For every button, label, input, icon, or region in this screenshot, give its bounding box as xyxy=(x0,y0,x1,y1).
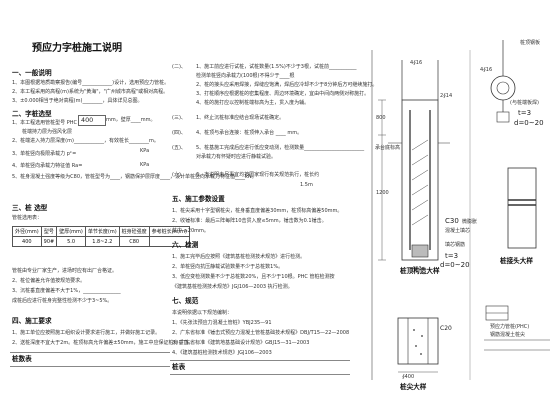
item-label-2: (二)、 xyxy=(172,64,186,70)
section-2-heading: 二、字桩选型 xyxy=(12,110,52,118)
detail-plate-tag: 桩顶钢板 xyxy=(520,40,541,46)
detail-plate-note: (与桩端板焊) xyxy=(510,100,539,106)
middle-6-1: 1、施工完毕后应按照《建筑基桩检测技术规范》进行检测。 xyxy=(172,254,306,260)
text-2-2: 2、桩端进入持力层深度(m)____________，有效桩长________m… xyxy=(12,138,159,144)
dimension-800: 800 xyxy=(376,115,386,121)
section-5-heading: 五、施工参数设置 xyxy=(172,195,225,203)
tip-diameter: ∮400 xyxy=(402,374,415,380)
middle-6-3: 3、低应变检测数量不少于总桩数20%，且不少于10根。PHC 管桩检测按 xyxy=(172,274,335,280)
cap-elevation-tag: 承台底标高 xyxy=(375,145,401,151)
item-label-4: (四)、 xyxy=(172,130,186,136)
text-4-2: 2、送桩深度不宜大于2m。桩顶标高允许偏差±50mm，施工中应保证桩身垂直。 xyxy=(12,340,194,346)
table-cell xyxy=(148,236,191,247)
middle-text-2: 1、施工前应进行试桩，试桩数量(1.5%)不少于3根，试桩前__________… xyxy=(196,64,357,70)
cap-rebar-label: 填芯钢筋 xyxy=(445,242,466,248)
reference-item: 4、《建筑基桩检测技术规范》JGJ106—2003 xyxy=(172,350,272,356)
middle-6-4: 《建筑基桩检测技术规范》JGJ106—2003 执行检测。 xyxy=(172,284,293,290)
concrete-note: 微膨胀 xyxy=(462,219,478,225)
dimension-400: 400 xyxy=(412,266,422,272)
tip-note: 预应力管桩(PHC) xyxy=(490,324,530,330)
bottom-label-middle: 桩表 xyxy=(172,363,186,371)
plate-thickness: t=3 xyxy=(445,252,459,260)
dimension-1200: 1200 xyxy=(376,190,389,196)
text-2-5: 5、桩身混凝土强度等级为C80，管桩型号为____，钢筋保护层厚度____，设计… xyxy=(12,174,257,180)
text-2-3a: 3、单桩竖向极限承载力 pᵏ= xyxy=(12,151,77,157)
pile-table: 外径(mm) 型号 壁厚(mm) 单节长度(m) 桩身砼强度 参考桩长(m/m)… xyxy=(12,226,191,247)
text-1-3: 3、±0.000相当于绝对高程(m)________，具体详见总图。 xyxy=(12,98,143,104)
text-3-3: 3、沉桩垂直度偏差不大于1%，_______________ xyxy=(12,288,121,294)
detail-rebar-label: 4∮16 xyxy=(480,67,493,73)
reference-intro: 本说明依据以下规范编制： xyxy=(172,310,233,316)
middle-text-2b: 检测单桩竖向承载力(100根)不得少于____根 xyxy=(196,73,295,79)
table-row: 400 90# 5.0 1.8~2.2 C80 xyxy=(12,236,191,247)
middle-text-6-value: 1.5m xyxy=(300,182,313,188)
section-3-heading: 三、桩 选型 xyxy=(12,204,48,212)
text-3-2: 2、桩位偏差允许值按规范要求。 xyxy=(12,278,86,284)
middle-text-5: 5、桩基施工完成后应进行低应变动测，检测数量__________________… xyxy=(196,145,365,151)
caption-tip: 桩尖大样 xyxy=(400,383,427,391)
concrete-grade: C30 xyxy=(445,217,459,225)
middle-text-2c: 2、桩的接头应采用焊接，焊缝应饱满，焊后应冷却不少于8分钟后方可继续施打。 xyxy=(196,82,378,88)
pile-size-box: 400 xyxy=(78,115,106,126)
bottom-label-left: 桩数表 xyxy=(12,355,32,363)
divider xyxy=(170,360,350,361)
text-1-2: 2、本工程采用的高程(m)系统为"黄海"，"广州城市高程"或相对高程。 xyxy=(12,89,169,95)
reference-item: 2、广东省标准《锤击式预应力混凝土管桩基础技术规程》DBJ/T15—22—200… xyxy=(172,330,350,336)
reference-item: 1、《先张法预应力混凝土管桩》YBJ235—91 xyxy=(172,320,272,326)
divider xyxy=(170,374,350,375)
middle-5-1: 1、桩尖采用十字型钢桩尖，桩身垂直度偏差30mm，桩顶标高偏差50mm。 xyxy=(172,208,343,214)
middle-5-3: 其中 ≥20mm。 xyxy=(172,228,209,234)
text-3-4: 成桩后应进行桩身完整性检测不少于3~5%。 xyxy=(12,298,113,304)
item-label-6: (六)、 xyxy=(172,172,186,178)
text-4-1: 1、施工单位应按照施工组织设计要求进行施工，并做好施工记录。 xyxy=(12,330,161,336)
detail-gap: d=0~20 xyxy=(514,119,544,127)
pile-size-value: 400 xyxy=(81,116,94,124)
middle-text-2e: 4、桩的施打应以控制桩端标高为主，贯入度为辅。 xyxy=(196,100,310,106)
middle-text-2d: 3、打桩顺序应根据桩的密集程度、周边环境确定，宜由中间向两侧对称施打。 xyxy=(196,91,370,97)
middle-text-6: 6、本说明未尽事宜均按国家现行有关规范执行，桩长约 xyxy=(196,172,320,178)
text-2-1b: mm，壁厚____mm。 xyxy=(106,117,156,123)
text-3-note: 管桩由专业厂家生产，进场时应有出厂合格证。 xyxy=(12,268,118,274)
gap-range: d=0~20 xyxy=(440,261,470,269)
table-cell: 400 xyxy=(12,236,42,247)
middle-text-4: 4、桩顶与承台连接：桩顶伸入承台 ____ mm。 xyxy=(196,130,303,136)
section-4-heading: 四、施工要求 xyxy=(12,317,52,325)
rebar-top-label: 4∮16 xyxy=(410,60,423,66)
tip-concrete-grade: C20 xyxy=(440,325,452,332)
section-6-heading: 六、检测 xyxy=(172,241,199,249)
tip-note-2: 钢筋混凝土桩尖 xyxy=(490,332,526,338)
text-2-4b: KPa xyxy=(140,162,150,168)
text-1-1: 1、本图根据地质勘察报告(编号____________)设计，选用预应力管桩。 xyxy=(12,80,170,86)
table-intro: 管桩选用表： xyxy=(12,215,43,221)
doc-title: 预应力字桩施工说明 xyxy=(32,43,122,54)
item-label-5: (五)、 xyxy=(172,145,186,151)
text-2-note: 桩端持力层为强风化层 xyxy=(22,129,73,135)
table-header-row: 外径(mm) 型号 壁厚(mm) 单节长度(m) 桩身砼强度 参考桩长(m/m) xyxy=(12,226,191,237)
text-2-3b: KPa xyxy=(140,148,150,154)
text-2-1a: 1、本工程选用管桩型号 PHC xyxy=(12,120,78,126)
concrete-fill-label: 混凝土填芯 xyxy=(445,228,471,234)
middle-text-5b: 对承载力有怀疑时应进行静载试验。 xyxy=(196,154,277,160)
middle-text-3: 1、终止沉桩标准应结合现场试桩确定。 xyxy=(196,115,285,121)
divider xyxy=(10,366,170,367)
rebar-mid-label: 2∮14 xyxy=(440,93,453,99)
middle-5-2: 2、收锤标准：最后三阵每阵10击贯入度≤5mm，锤击数为0.1锤击。 xyxy=(172,218,327,224)
middle-6-2: 2、单桩竖向抗压静载试验数量不少于总桩数1%。 xyxy=(172,264,284,270)
caption-joint: 桩接头大样 xyxy=(500,257,533,265)
text-2-4a: 4、单桩竖向承载力特征值 Ra= xyxy=(12,163,83,169)
item-label-3: (三)、 xyxy=(172,115,186,121)
section-7-heading: 七、规范 xyxy=(172,297,199,305)
divider xyxy=(10,352,170,353)
detail-thickness: t=3 xyxy=(518,109,532,117)
caption-pile-top: 桩顶构造大样 xyxy=(400,267,440,275)
reference-item: 3、广东省标准《建筑地基基础设计规范》GBJ15—31—2003 xyxy=(172,340,310,346)
section-1-heading: 一、一般说明 xyxy=(12,69,52,77)
